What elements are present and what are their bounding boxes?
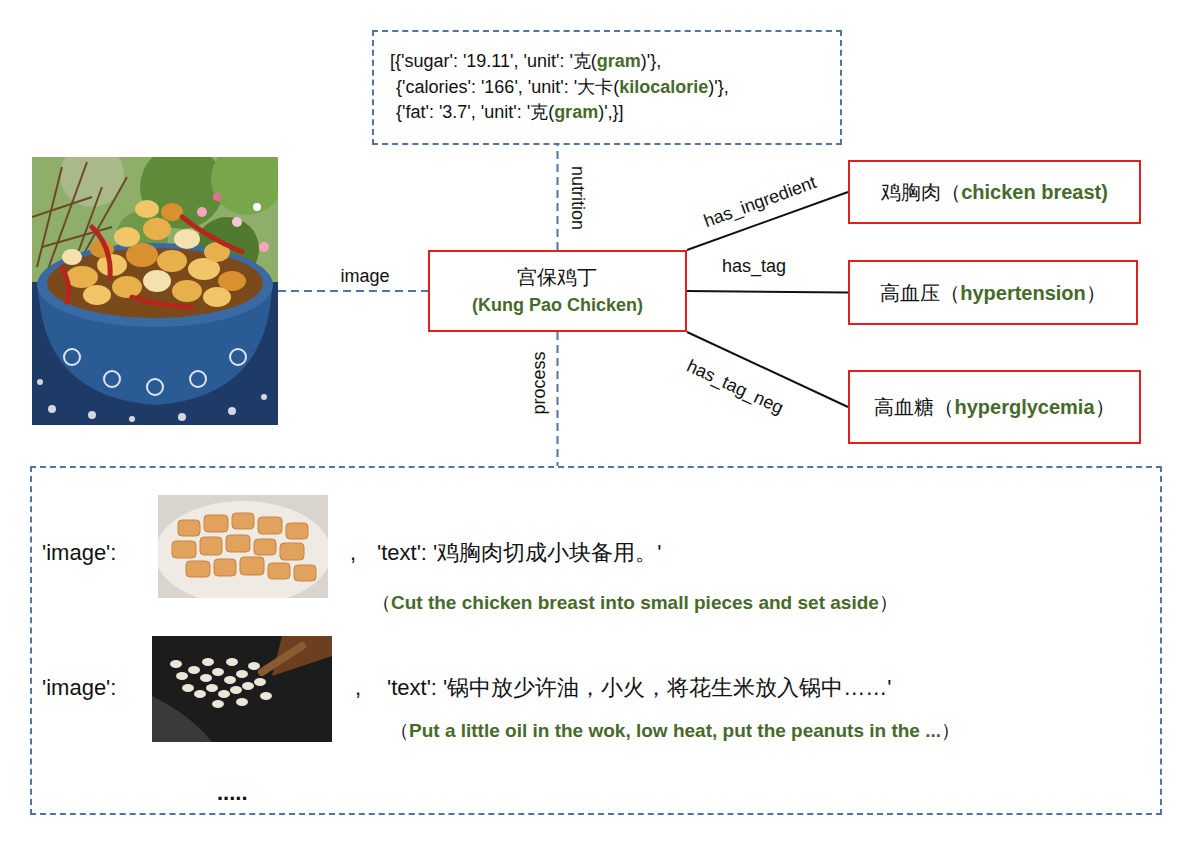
- tag-box: 高血糖（hyperglycemia）: [848, 370, 1141, 444]
- text-group: 宫保鸡丁 (Kung Pao Chicken): [472, 265, 643, 317]
- dashed-connector: [557, 332, 559, 466]
- node-text: 高血压（hypertension）: [880, 281, 1106, 305]
- step-text: ,: [355, 675, 361, 701]
- node-text: 宫保鸡丁: [517, 265, 597, 289]
- text-group: 高血压（hypertension）: [880, 281, 1106, 305]
- edge-label: nutrition: [568, 166, 589, 230]
- translation-text: chicken breast): [961, 181, 1108, 203]
- text-group: 鸡胸肉（chicken breast): [881, 180, 1108, 204]
- edge-label: process: [529, 351, 550, 414]
- step-text: （Cut the chicken breast into small piece…: [372, 592, 898, 615]
- node-text: {'calories': '166', 'unit': '大卡(kilocalo…: [396, 77, 729, 99]
- step-text: 'text': '鸡胸肉切成小块备用。': [377, 540, 662, 566]
- text-group: 高血糖（hyperglycemia）: [874, 395, 1114, 419]
- translation-text: hyperglycemia: [954, 396, 1094, 418]
- node-text: [{'sugar': '19.11', 'unit': '克(gram)'},: [390, 51, 661, 73]
- node-text: 高血糖（hyperglycemia）: [874, 395, 1114, 419]
- step-photo: [152, 636, 332, 742]
- process-box: 'image':, 'text': '鸡胸肉切成小块备用。' （Cut the ch…: [30, 466, 1162, 815]
- nutrition-box: [{'sugar': '19.11', 'unit': '克(gram)'}, {…: [372, 30, 842, 145]
- step-text: 'image':: [42, 675, 116, 701]
- node-text: (Kung Pao Chicken): [472, 295, 643, 317]
- step-photo: [158, 495, 328, 598]
- step-text: （Put a little oil in the wok, low heat, …: [390, 720, 960, 743]
- translation-text: gram: [597, 51, 641, 71]
- node-text: 鸡胸肉（chicken breast): [881, 180, 1108, 204]
- dish-photo: [32, 157, 278, 425]
- ingredient-box: 鸡胸肉（chicken breast): [848, 160, 1141, 224]
- text-group: [{'sugar': '19.11', 'unit': '克(gram)'}, {…: [390, 51, 729, 124]
- translation-text: Cut the chicken breast into small pieces…: [391, 592, 879, 613]
- step-text: 'image':: [42, 540, 116, 566]
- connector: [687, 291, 848, 293]
- translation-text: hypertension: [960, 282, 1086, 304]
- dish-box: 宫保鸡丁 (Kung Pao Chicken): [428, 250, 687, 332]
- translation-text: Put a little oil in the wok, low heat, p…: [409, 720, 941, 741]
- translation-text: gram: [554, 102, 598, 122]
- link-label: image: [340, 266, 389, 287]
- edge-label: has_tag: [722, 256, 786, 277]
- step-text: 'text': '锅中放少许油，小火，将花生米放入锅中……': [387, 675, 892, 701]
- translation-text: kilocalorie: [619, 77, 708, 97]
- translation-text: (Kung Pao Chicken): [472, 295, 643, 315]
- node-text: {'fat': '3.7', 'unit': '克(gram)',}]: [396, 102, 624, 124]
- edge-label: has_tag_neg: [683, 356, 786, 419]
- tag-box: 高血压（hypertension）: [848, 260, 1138, 325]
- dashed-connector: [557, 145, 559, 250]
- step-text: ,: [350, 540, 356, 566]
- step-text: .....: [217, 780, 248, 806]
